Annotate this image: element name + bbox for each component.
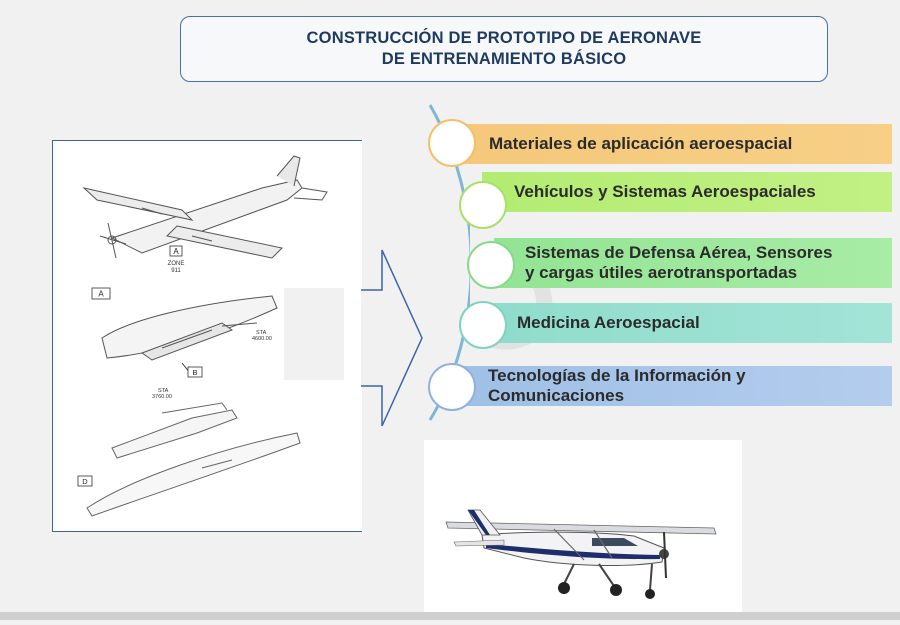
category-label-line2: y cargas útiles aerotransportadas [525,263,798,282]
sta-left-value: 3760.00 [152,394,172,400]
category-label: Medicina Aeroespacial [517,313,700,332]
category-bullet-circle [459,181,507,229]
category-bullet-circle [428,119,476,167]
callout-a-label: A [173,247,179,256]
category-label: Vehículos y Sistemas Aeroespaciales [514,182,816,201]
zone-number-label: 911 [171,268,181,274]
category-label-line2: Comunicaciones [488,386,625,405]
detail-a-label: A [98,290,104,299]
category-item: Medicina Aeroespacial [482,303,892,343]
title-box: CONSTRUCCIÓN DE PROTOTIPO DE AERONAVE DE… [180,16,828,82]
category-bullet-circle [467,241,515,289]
callout-d-label: D [82,477,88,486]
callout-b-label: B [192,368,197,377]
bottom-bar [0,612,900,620]
sta-left-label: STA [158,388,169,394]
category-label: Tecnologías de la Información y [488,366,746,385]
category-label: Sistemas de Defensa Aérea, Sensores [525,243,833,262]
category-label: Materiales de aplicación aeroespacial [489,134,793,153]
title-line-2: DE ENTRENAMIENTO BÁSICO [381,50,627,68]
sta-right-value: 4600.00 [252,336,272,342]
category-item: Vehículos y Sistemas Aeroespaciales [482,172,892,212]
category-item: Tecnologías de la Información y Comunica… [455,366,892,406]
aircraft-schematic-icon: A ZONE 911 A STA 4600.00 B STA 3760.00 D [72,148,344,526]
category-item: Sistemas de Defensa Aérea, Sensores y ca… [494,238,892,288]
title-line-1: CONSTRUCCIÓN DE PROTOTIPO DE AERONAVE [306,29,702,47]
category-bullet-circle [428,363,476,411]
cessna-plane-icon [445,509,717,599]
plane-photo [424,440,742,620]
sta-right-label: STA [256,330,267,336]
category-item: Materiales de aplicación aeroespacial [455,124,892,164]
zone-label: ZONE [168,261,185,267]
right-arrow-icon [361,249,423,427]
category-bullet-circle [459,301,507,349]
